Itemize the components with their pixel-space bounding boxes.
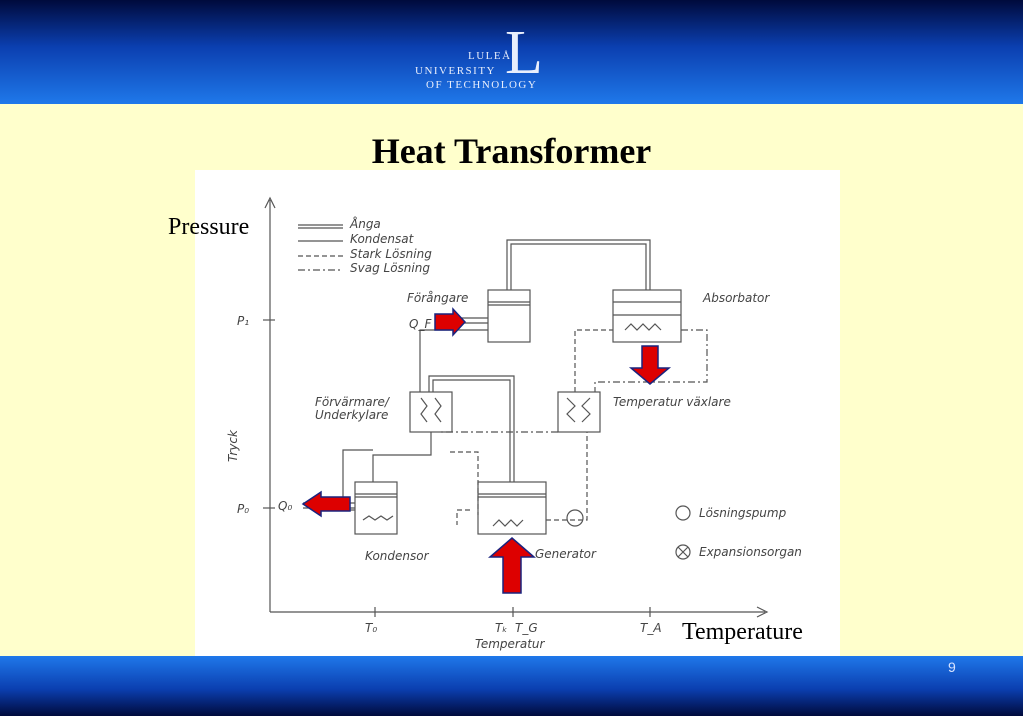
heat-in-arrow-generator [487, 537, 537, 594]
university-logo: L LULEÅ UNIVERSITY OF TECHNOLOGY [412, 22, 562, 94]
evaporator-box [487, 289, 531, 343]
slide-title: Heat Transformer [371, 131, 652, 171]
temperature-label: Temperature [682, 619, 803, 645]
legend-condensate: Kondensat [350, 232, 415, 246]
legend-pump-symbol [675, 505, 691, 521]
preheater-label: Förvärmare/ Underkylare [315, 395, 393, 422]
page-number: 9 [948, 659, 956, 675]
pressure-label: Pressure [168, 214, 250, 240]
pressure-axis-label: Tryck [226, 429, 240, 462]
heat-exchanger-box [557, 391, 601, 433]
heat-out-arrow-absorber [628, 345, 672, 385]
q0-label: Q₀ [278, 499, 292, 513]
legend-strong-solution: Stark Lösning [350, 247, 432, 261]
condenser-label: Kondensor [365, 549, 430, 563]
pump-symbol [566, 509, 584, 527]
logo-line-2: UNIVERSITY [415, 65, 496, 77]
condenser-box [354, 481, 398, 535]
logo-line-1: LULEÅ [468, 50, 512, 62]
expansion-label: Expansionsorgan [699, 545, 802, 559]
heat-in-arrow-evaporator [434, 307, 467, 337]
t0-label: T₀ [365, 621, 377, 635]
p0-label: P₀ [237, 502, 249, 516]
tk-label: Tₖ [495, 621, 507, 635]
ta-label: T_A [640, 621, 662, 635]
temperature-axis-label: Temperatur [475, 637, 546, 651]
header-bar: L LULEÅ UNIVERSITY OF TECHNOLOGY [0, 0, 1023, 104]
heat-out-arrow-condenser [301, 490, 351, 518]
legend-weak-solution: Svag Lösning [350, 261, 430, 275]
logo-mark: L [505, 19, 543, 87]
tg-label: T_G [515, 621, 538, 635]
logo-line-3: OF TECHNOLOGY [426, 79, 538, 91]
preheater-box [409, 391, 453, 433]
heat-exchanger-label: Temperatur växlare [613, 395, 731, 409]
heat-transformer-diagram: Ånga Kondensat Stark Lösning Svag Lösnin… [195, 170, 840, 662]
evaporator-label: Förångare [407, 291, 468, 305]
legend-vapour: Ånga [349, 216, 381, 231]
generator-label: Generator [535, 547, 597, 561]
footer-bar [0, 656, 1023, 716]
absorber-box [612, 289, 682, 343]
legend-expansion-symbol [675, 544, 691, 560]
p1-label: P₁ [237, 314, 249, 328]
qf-label: Q_F [409, 317, 432, 331]
generator-box [477, 481, 547, 535]
absorber-label: Absorbator [702, 291, 770, 305]
pump-label: Lösningspump [699, 506, 787, 520]
